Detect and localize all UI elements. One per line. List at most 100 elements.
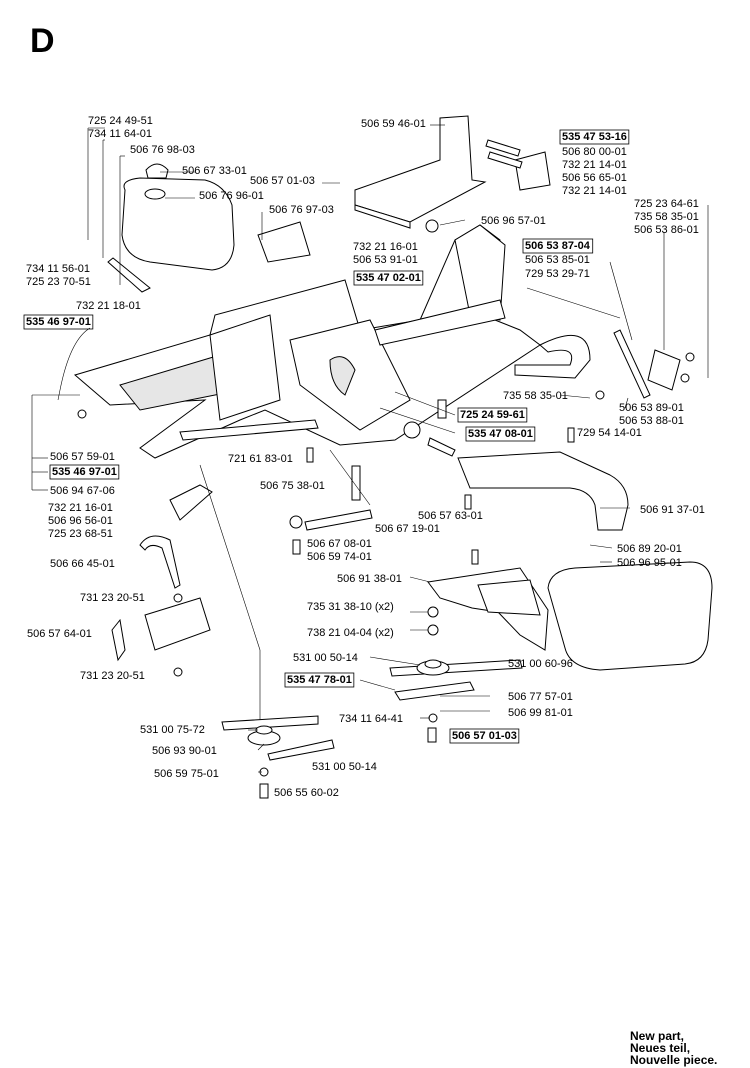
- part-label: 732 21 16-01: [353, 241, 418, 253]
- part-label: 535 47 78-01: [287, 674, 352, 686]
- part-label: 506 96 56-01: [48, 515, 113, 527]
- part-label: 506 57 63-01: [418, 510, 483, 522]
- section-letter: D: [30, 22, 55, 60]
- part-label: 506 76 96-01: [199, 190, 264, 202]
- part-label: 506 67 08-01: [307, 538, 372, 550]
- part-label: 735 58 35-01: [634, 211, 699, 223]
- part-label: 506 53 88-01: [619, 415, 684, 427]
- part-label: 506 53 85-01: [525, 254, 590, 266]
- new-part-box: [284, 672, 355, 688]
- rear-axle-rod: [179, 419, 319, 441]
- part-label: 506 57 64-01: [27, 628, 92, 640]
- hood-cover: [457, 451, 629, 531]
- part-label: 535 46 97-01: [26, 316, 91, 328]
- part-label: 506 93 90-01: [152, 745, 217, 757]
- part-label: 535 47 53-16: [562, 131, 627, 143]
- part-label: 506 67 19-01: [375, 523, 440, 535]
- part-label: 506 96 57-01: [481, 215, 546, 227]
- bracket-small: [257, 221, 311, 263]
- part-label: 725 23 68-51: [48, 528, 113, 540]
- part-label: 735 31 38-10 (x2): [307, 601, 394, 613]
- hitch-parts: [111, 484, 213, 677]
- part-label: 506 57 01-03: [250, 175, 315, 187]
- part-label: 506 66 45-01: [50, 558, 115, 570]
- legend-line-2: Neues teil,: [630, 1041, 691, 1055]
- part-label: 735 58 35-01: [503, 390, 568, 402]
- wire-harness: [57, 327, 91, 419]
- new-part-box: [465, 426, 536, 442]
- part-label: 506 99 81-01: [508, 707, 573, 719]
- part-label: 506 91 38-01: [337, 573, 402, 585]
- part-label: 506 59 75-01: [154, 768, 219, 780]
- part-label: 531 00 60-96: [508, 658, 573, 670]
- part-label: 732 21 16-01: [48, 502, 113, 514]
- part-label: 506 57 59-01: [50, 451, 115, 463]
- part-label: 506 59 46-01: [361, 118, 426, 130]
- new-part-box: [353, 270, 424, 286]
- part-label: 734 11 64-01: [88, 128, 152, 140]
- new-part-box: [522, 238, 594, 254]
- part-label: 506 53 91-01: [353, 254, 418, 266]
- main-frame: [73, 224, 591, 459]
- part-label: 506 96 95-01: [617, 557, 682, 569]
- seat-bracket: [354, 115, 487, 229]
- top-right-bracket: [485, 139, 551, 191]
- part-label: 506 67 33-01: [182, 165, 247, 177]
- legend: New part, Neues teil, Nouvelle piece.: [630, 1030, 717, 1066]
- side-panel: [547, 561, 713, 671]
- part-label: 506 76 98-03: [130, 144, 195, 156]
- tension-spring: [289, 465, 373, 531]
- part-label: 506 59 74-01: [307, 551, 372, 563]
- new-part-box: [457, 407, 528, 423]
- part-label: 734 11 64-41: [339, 713, 403, 725]
- part-label: 506 55 60-02: [274, 787, 339, 799]
- part-label: 725 23 70-51: [26, 276, 91, 288]
- new-part-box: [559, 129, 630, 145]
- part-label: 535 47 08-01: [468, 428, 533, 440]
- leader-lines: [31, 124, 709, 773]
- new-part-box: [49, 464, 120, 480]
- fuel-tank: [107, 163, 235, 293]
- part-label: 506 53 89-01: [619, 402, 684, 414]
- part-label: 535 46 97-01: [52, 466, 117, 478]
- part-label: 732 21 14-01: [562, 159, 627, 171]
- part-label: 506 75 38-01: [260, 480, 325, 492]
- part-label: 725 24 59-61: [460, 409, 525, 421]
- part-label: 535 47 02-01: [356, 272, 421, 284]
- part-label: 731 23 20-51: [80, 670, 145, 682]
- part-label: 531 00 50-14: [293, 652, 358, 664]
- legend-line-3: Nouvelle piece.: [630, 1053, 718, 1067]
- part-label: 734 11 56-01: [26, 263, 90, 275]
- part-label: 729 54 14-01: [577, 427, 642, 439]
- part-label: 506 53 86-01: [634, 224, 699, 236]
- knob-and-bolts: [292, 219, 575, 565]
- new-part-box: [449, 728, 520, 744]
- new-part-box: [23, 314, 94, 330]
- part-label: 531 00 50-14: [312, 761, 377, 773]
- part-label: 506 76 97-03: [269, 204, 334, 216]
- part-label: 731 23 20-51: [80, 592, 145, 604]
- pulley-lower: [221, 715, 335, 799]
- right-steering-linkage: [595, 329, 695, 400]
- part-label: 506 89 20-01: [617, 543, 682, 555]
- part-label: 531 00 75-72: [140, 724, 205, 736]
- part-label: 506 53 87-04: [525, 240, 591, 252]
- mower-deck-guard: [427, 567, 549, 651]
- legend-line-1: New part,: [630, 1029, 685, 1043]
- part-label: 725 24 49-51: [88, 115, 153, 127]
- pulley-upper: [389, 606, 523, 743]
- part-label: 729 53 29-71: [525, 268, 590, 280]
- part-label: 721 61 83-01: [228, 453, 293, 465]
- part-label: 506 94 67-06: [50, 485, 115, 497]
- part-label: 725 23 64-61: [634, 198, 699, 210]
- part-label: 732 21 18-01: [76, 300, 141, 312]
- part-label: 506 57 01-03: [452, 730, 517, 742]
- part-label: 738 21 04-04 (x2): [307, 627, 394, 639]
- part-label: 506 91 37-01: [640, 504, 705, 516]
- part-label: 506 77 57-01: [508, 691, 573, 703]
- part-label: 506 80 00-01: [562, 146, 627, 158]
- part-label: 732 21 14-01: [562, 185, 627, 197]
- part-label: 506 56 65-01: [562, 172, 627, 184]
